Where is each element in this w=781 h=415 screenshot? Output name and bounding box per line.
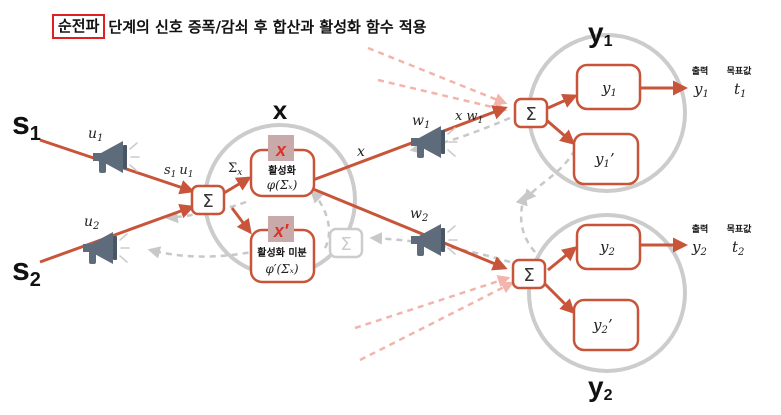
backprop-sum-symbol: Σ (340, 234, 351, 255)
x-prime-glyph: x′ (273, 221, 289, 241)
output-y2-node-label: y2 (599, 238, 615, 258)
output-y2-derivative-label: y2’ (592, 316, 613, 336)
output-neuron-y2-circle (527, 213, 687, 373)
input-s2: s2 (12, 251, 41, 291)
hidden-sum-symbol: Σ (202, 191, 213, 212)
output-y1-target-value: t1 (734, 80, 746, 100)
amplifier-icon-u1 (92, 140, 140, 174)
title-highlight: 순전파 (52, 13, 106, 39)
output-y1-node-label: y1 (601, 79, 617, 99)
output-y1-derivative-node (572, 132, 640, 186)
weight-u1-label: u1 (88, 126, 103, 144)
output-y2-output-value: y2 (691, 238, 707, 258)
output-y2-target-header: 목표값 (727, 223, 753, 235)
x-glyph: x (275, 140, 287, 160)
output-y1-node (575, 63, 642, 111)
hidden-sum-node (190, 184, 226, 216)
activation-formula: φ(Σₓ) (267, 178, 298, 192)
title-text: 단계의 신호 증폭/감쇠 후 합산과 활성화 함수 적용 (108, 17, 427, 36)
amplifier-icon-u2 (82, 231, 130, 265)
output-y2-sum-node (511, 258, 547, 290)
output-y2-label: y2 (588, 371, 613, 404)
output-y1-sum-symbol: Σ (525, 104, 536, 125)
output-y1-label: y1 (588, 17, 613, 50)
output-y2-sum-symbol: Σ (523, 265, 534, 286)
input-s1: s1 (12, 105, 41, 145)
amplifier-icon-w2 (410, 223, 458, 257)
weight-w2-label: w2 (410, 206, 428, 224)
activation-label: 활성화 (268, 164, 296, 177)
diagram-title: 순전파 단계의 신호 증폭/감쇠 후 합산과 활성화 함수 적용 (52, 13, 426, 39)
output-y1-output-value: y1 (693, 80, 709, 100)
other-connections-dashed (354, 46, 515, 362)
forward-arrows (39, 80, 688, 315)
edge-label-x: x (357, 144, 365, 160)
hidden-neuron-label: x (273, 95, 288, 125)
x-value-box (268, 135, 294, 161)
derivative-formula: φ′(Σₓ) (265, 262, 299, 276)
backprop-sum-node (328, 227, 364, 259)
x-prime-value-box (268, 216, 294, 242)
output-y1-output-header: 출력 (692, 65, 709, 77)
output-y2-derivative-node (572, 298, 640, 352)
amplifier-icon-w1 (410, 125, 458, 159)
output-y2-node (575, 223, 642, 271)
output-y1-target-header: 목표값 (727, 65, 753, 77)
edge-label-sigma-x: Σx (228, 161, 242, 178)
weight-w1-label: w1 (412, 113, 430, 131)
weight-u2-label: u2 (84, 214, 99, 232)
derivative-label: 활성화 미분 (257, 246, 306, 259)
output-y2-output-header: 출력 (692, 223, 709, 235)
output-y2-target-value: t2 (732, 238, 744, 258)
output-y1-derivative-label: y1’ (594, 150, 615, 170)
output-y1-sum-node (513, 97, 549, 129)
